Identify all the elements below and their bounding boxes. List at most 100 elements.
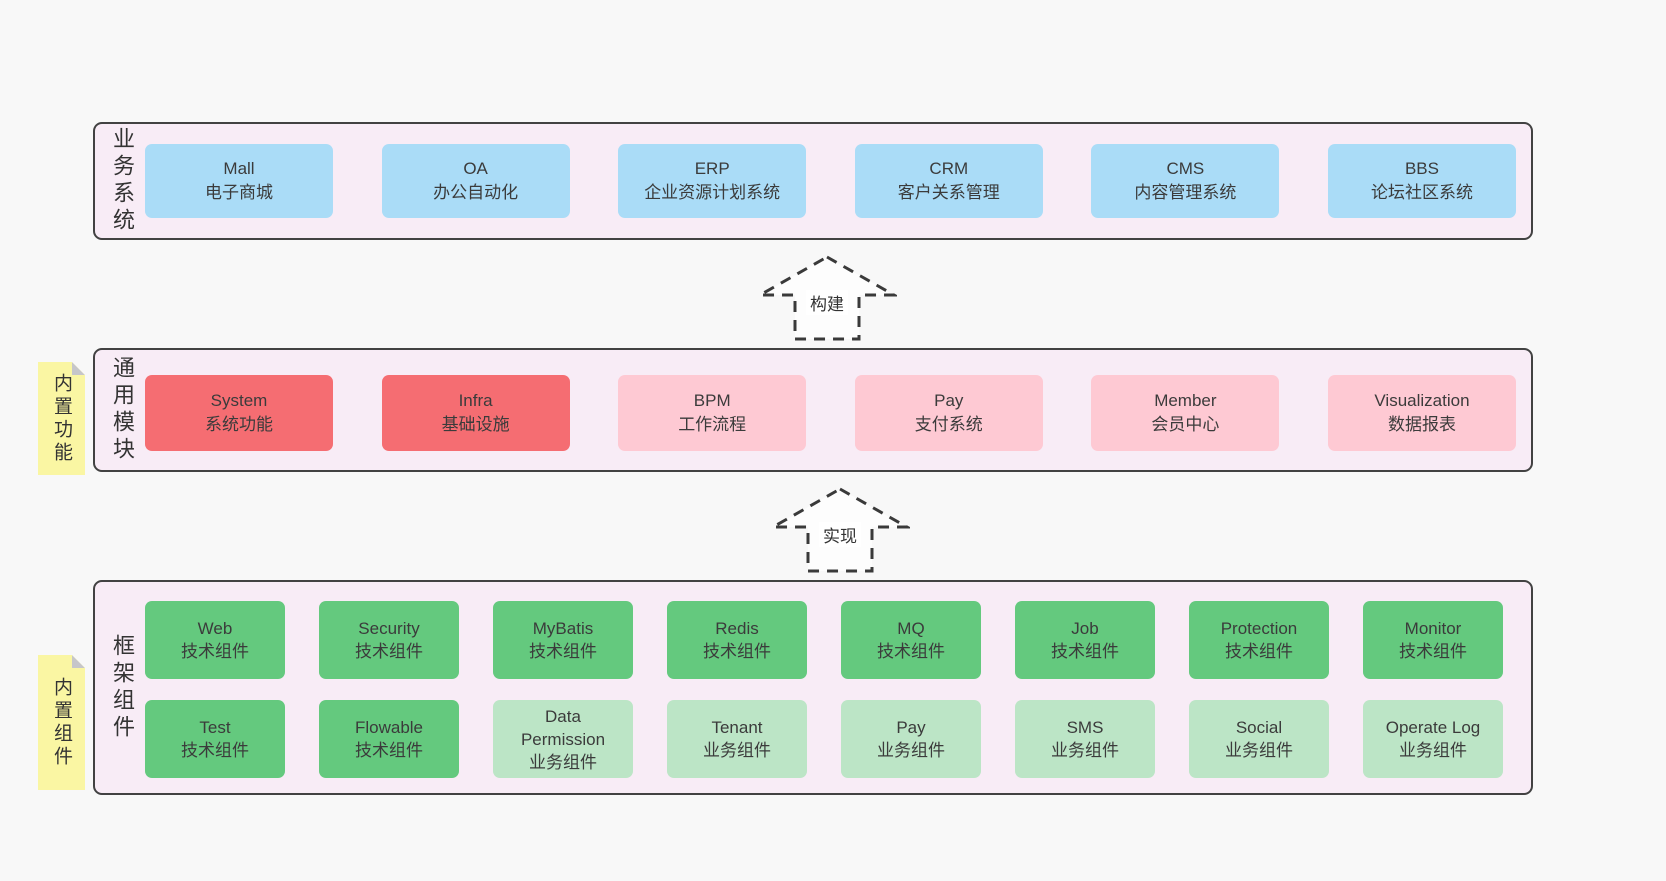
- module-name: Security: [358, 619, 420, 638]
- module-box-redis: Redis 技术组件: [667, 601, 807, 679]
- module-desc: 技术组件: [703, 642, 771, 661]
- module-desc: 技术组件: [355, 741, 423, 760]
- sticky-note-built-in-components: 内置组件: [38, 655, 85, 790]
- module-desc: 技术组件: [181, 642, 249, 661]
- module-name: Test: [199, 718, 231, 737]
- module-desc: 电子商城: [205, 183, 273, 202]
- layer-label-framework-components: 框架组件: [110, 633, 135, 742]
- module-box-infra: Infra 基础设施: [381, 375, 570, 451]
- module-box-social: Social 业务组件: [1189, 700, 1329, 778]
- module-desc: 业务组件: [529, 752, 597, 772]
- module-box-tenant: Tenant 业务组件: [667, 700, 807, 778]
- folded-corner-icon: [72, 362, 85, 375]
- module-desc: 系统功能: [205, 415, 273, 434]
- module-name: System: [210, 391, 268, 410]
- module-box-crm: CRM 客户关系管理: [854, 144, 1043, 218]
- module-name: BBS: [1404, 159, 1439, 178]
- module-desc: 技术组件: [1225, 642, 1293, 661]
- module-desc: 客户关系管理: [897, 183, 1000, 202]
- module-name: BPM: [693, 391, 731, 410]
- module-box-mq: MQ 技术组件: [841, 601, 981, 679]
- module-desc: 技术组件: [529, 642, 597, 661]
- sticky-components-label: 内置组件: [51, 676, 72, 769]
- arrow-build-label: 构建: [806, 290, 848, 315]
- arrow-implement-label: 实现: [819, 522, 861, 547]
- module-desc: 会员中心: [1151, 415, 1220, 434]
- layer-label-common-modules: 通用模块: [110, 356, 135, 464]
- module-name: Infra: [458, 391, 493, 410]
- module-name: Member: [1154, 391, 1217, 410]
- module-box-flowable: Flowable 技术组件: [319, 700, 459, 778]
- module-box-web: Web 技术组件: [145, 601, 285, 679]
- module-desc: 技术组件: [1399, 642, 1467, 661]
- module-name: MyBatis: [532, 619, 594, 638]
- module-name: Social: [1235, 718, 1283, 737]
- module-desc: 技术组件: [355, 642, 423, 661]
- module-box-mall: Mall 电子商城: [145, 144, 333, 218]
- module-desc: 技术组件: [1051, 642, 1119, 661]
- module-box-mybatis: MyBatis 技术组件: [493, 601, 633, 679]
- module-box-security: Security 技术组件: [319, 601, 459, 679]
- up-arrow-build: 构建: [757, 254, 897, 342]
- module-box-member: Member 会员中心: [1091, 375, 1280, 451]
- module-name: Visualization: [1374, 391, 1470, 410]
- module-box-pay: Pay 业务组件: [841, 700, 981, 778]
- module-name: CMS: [1166, 159, 1205, 178]
- module-box-monitor: Monitor 技术组件: [1363, 601, 1503, 679]
- module-name: Redis: [715, 619, 759, 638]
- module-box-cms: CMS 内容管理系统: [1091, 144, 1280, 218]
- module-name: OA: [463, 159, 488, 178]
- module-name: MQ: [897, 619, 925, 638]
- module-name: Web: [197, 619, 233, 638]
- module-desc: 内容管理系统: [1134, 183, 1237, 202]
- module-desc: 企业资源计划系统: [644, 183, 781, 202]
- module-box-test: Test 技术组件: [145, 700, 285, 778]
- module-desc: 业务组件: [703, 741, 771, 760]
- module-box-operate-log: Operate Log 业务组件: [1363, 700, 1503, 778]
- module-name: Mall: [223, 159, 255, 178]
- module-box-bpm: BPM 工作流程: [618, 375, 807, 451]
- module-name: Pay: [934, 391, 964, 410]
- module-desc: 业务组件: [1399, 741, 1467, 760]
- module-name: Protection: [1220, 619, 1298, 638]
- module-desc: 技术组件: [181, 741, 249, 760]
- module-name: Pay: [896, 718, 926, 737]
- module-desc: 业务组件: [1225, 741, 1293, 760]
- module-box-bbs: BBS 论坛社区系统: [1327, 144, 1516, 218]
- module-name: Data Permission: [520, 706, 606, 749]
- layer-label-business-systems: 业务系统: [110, 127, 135, 235]
- module-name: Flowable: [354, 718, 424, 737]
- module-name: Monitor: [1404, 619, 1462, 638]
- module-box-data-permission: Data Permission 业务组件: [493, 700, 633, 778]
- module-desc: 技术组件: [877, 642, 945, 661]
- module-name: CRM: [929, 159, 969, 178]
- sticky-functions-label: 内置功能: [51, 372, 72, 465]
- module-desc: 业务组件: [877, 741, 945, 760]
- module-box-erp: ERP 企业资源计划系统: [618, 144, 807, 218]
- module-desc: 工作流程: [678, 415, 747, 434]
- module-box-protection: Protection 技术组件: [1189, 601, 1329, 679]
- folded-corner-icon: [72, 655, 85, 668]
- module-name: Operate Log: [1385, 718, 1481, 737]
- module-box-system: System 系统功能: [145, 375, 333, 451]
- up-arrow-implement: 实现: [770, 486, 910, 574]
- module-desc: 基础设施: [441, 415, 510, 434]
- module-name: SMS: [1066, 718, 1104, 737]
- module-box-visualization: Visualization 数据报表: [1327, 375, 1516, 451]
- module-desc: 数据报表: [1387, 415, 1456, 434]
- module-name: Tenant: [711, 718, 763, 737]
- module-desc: 论坛社区系统: [1370, 183, 1473, 202]
- module-name: ERP: [694, 159, 730, 178]
- sticky-note-built-in-functions: 内置功能: [38, 362, 85, 475]
